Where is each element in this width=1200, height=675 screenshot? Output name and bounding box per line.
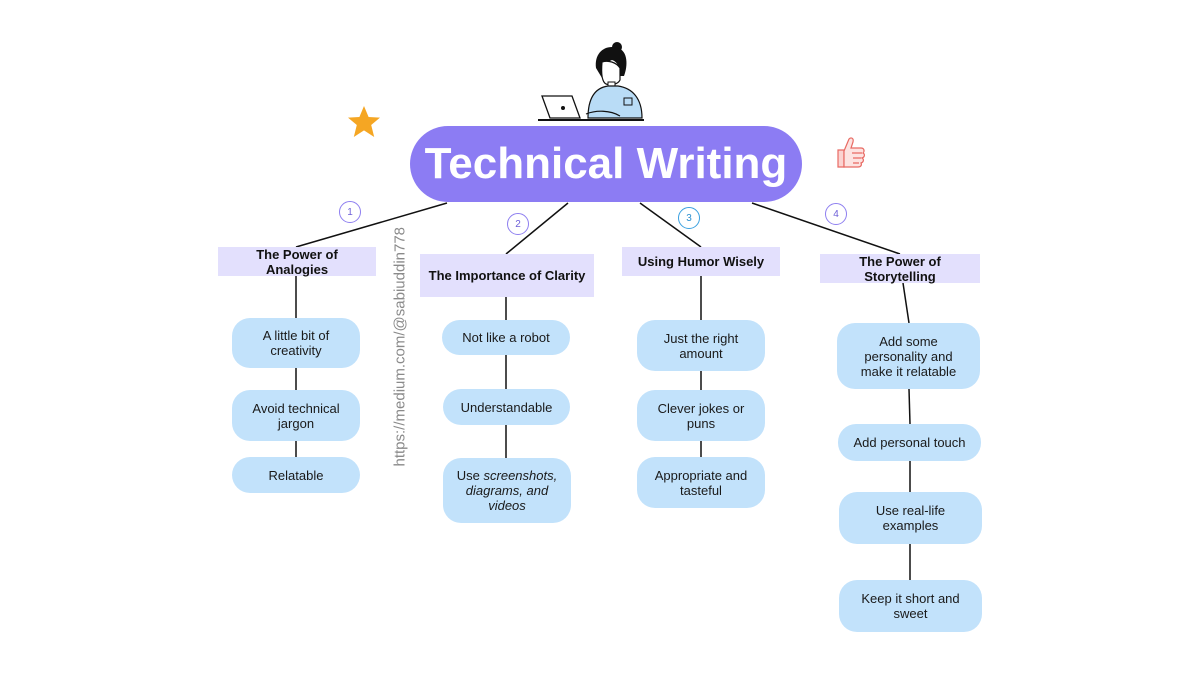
thumbs-up-icon [837,137,865,168]
number-badge-3: 3 [678,207,700,229]
leaf-node: Keep it short and sweet [839,580,982,632]
leaf-node: Clever jokes or puns [637,390,765,441]
branch-heading-2: The Importance of Clarity [420,254,594,297]
leaf-node: Add some personality and make it relatab… [837,323,980,389]
leaf-node: Appropriate and tasteful [637,457,765,508]
number-badge-1: 1 [339,201,361,223]
leaf-node: A little bit of creativity [232,318,360,368]
leaf-node: Avoid technical jargon [232,390,360,441]
connector-branch-4 [902,282,910,324]
person-at-laptop-icon [538,42,644,121]
leaf-node: Use screenshots, diagrams, and videos [443,458,571,523]
watermark-url: https://medium.com/@sabiuddin778 [391,226,409,467]
branch-heading-3: Using Humor Wisely [622,247,780,276]
title-node: Technical Writing [410,126,802,202]
leaf-node: Understandable [443,389,570,425]
branch-heading-4: The Power of Storytelling [820,254,980,284]
leaf-node: Not like a robot [442,320,570,355]
connector-title-branch-1 [295,202,448,248]
branch-heading-1: The Power of Analogies [218,247,376,277]
number-badge-2: 2 [507,213,529,235]
leaf-node: Add personal touch [838,424,981,461]
number-badge-4: 4 [825,203,847,225]
leaf-node: Use real-life examples [839,492,982,544]
leaf-node: Relatable [232,457,360,493]
leaf-node: Just the right amount [637,320,765,371]
star-icon [348,106,380,137]
